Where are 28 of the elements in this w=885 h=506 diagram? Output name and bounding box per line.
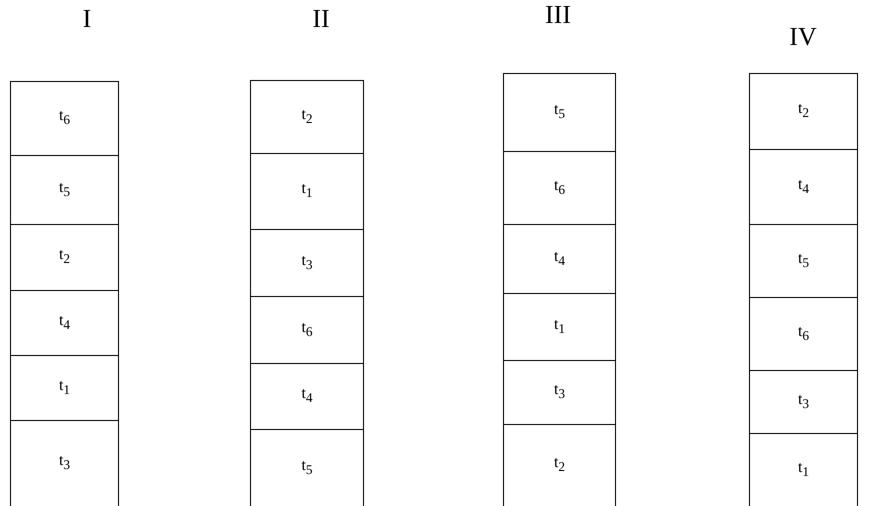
cell-label: t$_{5}$: [798, 250, 810, 272]
column-heading: III: [545, 0, 571, 30]
cell-label: t$_{2}$: [58, 246, 70, 268]
cell-label: t$_{1}$: [301, 180, 313, 202]
cell-label: t$_{5}$: [301, 456, 313, 478]
cell-label: t$_{6}$: [301, 318, 313, 340]
column-heading: II: [312, 4, 330, 34]
cell-label: t$_{6}$: [798, 322, 810, 344]
cell-label: t$_{4}$: [798, 176, 810, 198]
cell-label: t$_{6}$: [554, 176, 566, 198]
cell-label: t$_{1}$: [58, 376, 70, 398]
cell-label: t$_{5}$: [554, 101, 566, 123]
column-heading: IV: [789, 22, 817, 52]
cell-label: t$_{2}$: [301, 106, 313, 128]
cell-label: t$_{1}$: [798, 458, 810, 480]
cell-label: t$_{3}$: [554, 381, 566, 403]
cell-label: t$_{2}$: [798, 100, 810, 122]
cell-label: t$_{4}$: [301, 385, 313, 407]
cell-label: t$_{5}$: [58, 178, 70, 200]
cell-label: t$_{2}$: [554, 454, 566, 476]
cell-label: t$_{3}$: [301, 252, 313, 274]
column-heading: I: [82, 4, 92, 34]
cell-label: t$_{1}$: [554, 316, 566, 338]
cell-label: t$_{3}$: [798, 390, 810, 412]
cell-label: t$_{4}$: [554, 248, 566, 270]
cell-label: t$_{3}$: [58, 452, 70, 474]
cell-label: t$_{6}$: [58, 107, 70, 129]
cell-label: t$_{4}$: [58, 312, 70, 334]
